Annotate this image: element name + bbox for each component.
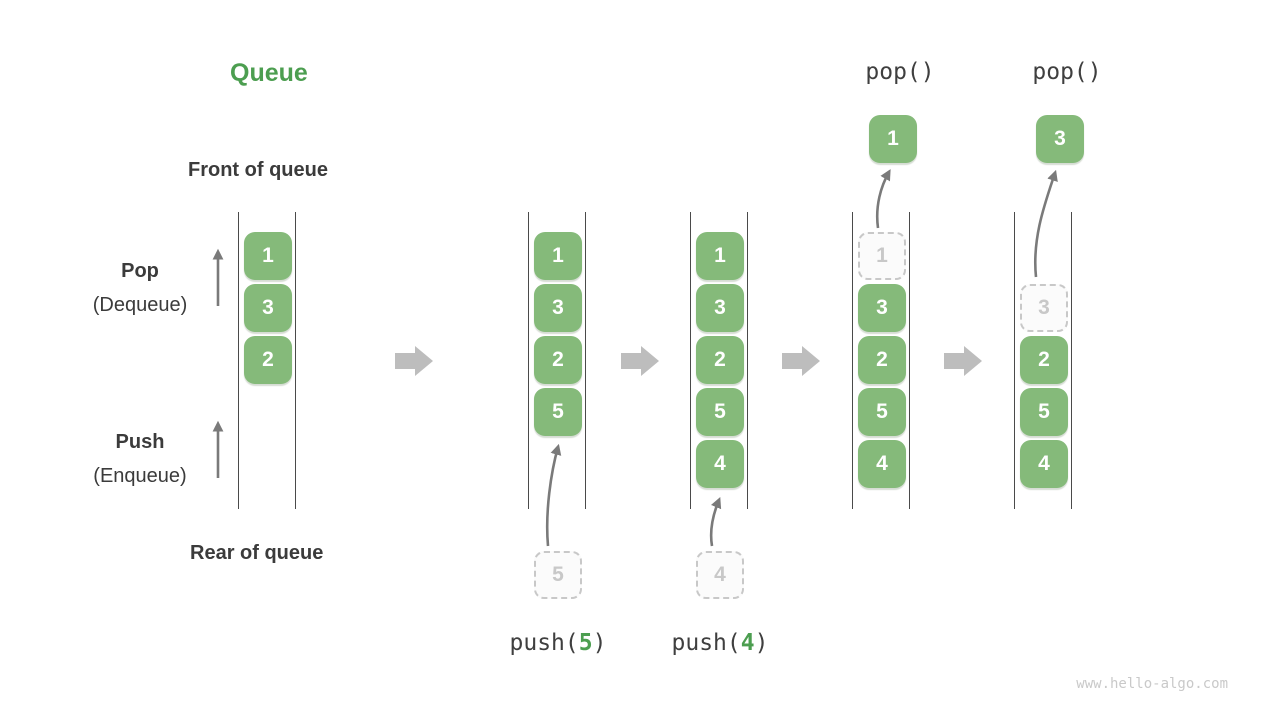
watermark: www.hello-algo.com bbox=[1076, 676, 1228, 692]
queue-cell: 1 bbox=[534, 232, 582, 280]
push-label: Push bbox=[115, 431, 165, 453]
queue-lane-after-push-4 bbox=[690, 212, 749, 509]
incoming-value-box: 4 bbox=[696, 551, 744, 599]
pop-label: Pop bbox=[121, 260, 159, 282]
dequeue-sublabel: (Dequeue) bbox=[92, 294, 188, 316]
queue-cell-dashed: 3 bbox=[1020, 284, 1068, 332]
queue-cell: 3 bbox=[696, 284, 744, 332]
queue-cell: 2 bbox=[858, 336, 906, 384]
queue-cell: 2 bbox=[244, 336, 292, 384]
push-op-label: push(4) bbox=[671, 630, 769, 656]
queue-cell: 2 bbox=[534, 336, 582, 384]
queue-cell: 3 bbox=[858, 284, 906, 332]
queue-cell: 5 bbox=[534, 388, 582, 436]
queue-cell: 4 bbox=[858, 440, 906, 488]
queue-cell: 2 bbox=[1020, 336, 1068, 384]
enqueue-sublabel: (Enqueue) bbox=[93, 465, 187, 487]
front-of-queue-label: Front of queue bbox=[188, 159, 328, 181]
popped-value-box: 1 bbox=[869, 115, 917, 163]
transition-arrow-icon bbox=[782, 346, 820, 376]
popped-value-box: 3 bbox=[1036, 115, 1084, 163]
queue-cell: 5 bbox=[696, 388, 744, 436]
queue-cell: 1 bbox=[696, 232, 744, 280]
pop-label-block: Pop (Dequeue) bbox=[55, 261, 225, 315]
queue-cell: 3 bbox=[244, 284, 292, 332]
queue-cell: 4 bbox=[1020, 440, 1068, 488]
transition-arrow-icon bbox=[621, 346, 659, 376]
transition-arrow-icon bbox=[395, 346, 433, 376]
queue-cell: 3 bbox=[534, 284, 582, 332]
transition-arrow-icon bbox=[944, 346, 982, 376]
pop-op-label: pop() bbox=[865, 59, 935, 85]
queue-cell: 5 bbox=[1020, 388, 1068, 436]
push-op-label: push(5) bbox=[509, 630, 607, 656]
queue-cell: 2 bbox=[696, 336, 744, 384]
incoming-value-box: 5 bbox=[534, 551, 582, 599]
diagram-title: Queue bbox=[230, 59, 308, 87]
queue-cell: 4 bbox=[696, 440, 744, 488]
queue-cell: 5 bbox=[858, 388, 906, 436]
queue-cell-dashed: 1 bbox=[858, 232, 906, 280]
push-label-block: Push (Enqueue) bbox=[55, 432, 225, 486]
queue-lane-pop-first bbox=[852, 212, 911, 509]
queue-lane-initial bbox=[238, 212, 297, 509]
queue-cell: 1 bbox=[244, 232, 292, 280]
queue-lane-after-push-5 bbox=[528, 212, 587, 509]
pop-op-label: pop() bbox=[1032, 59, 1102, 85]
queue-lane-pop-second bbox=[1014, 212, 1073, 509]
rear-of-queue-label: Rear of queue bbox=[190, 542, 324, 564]
